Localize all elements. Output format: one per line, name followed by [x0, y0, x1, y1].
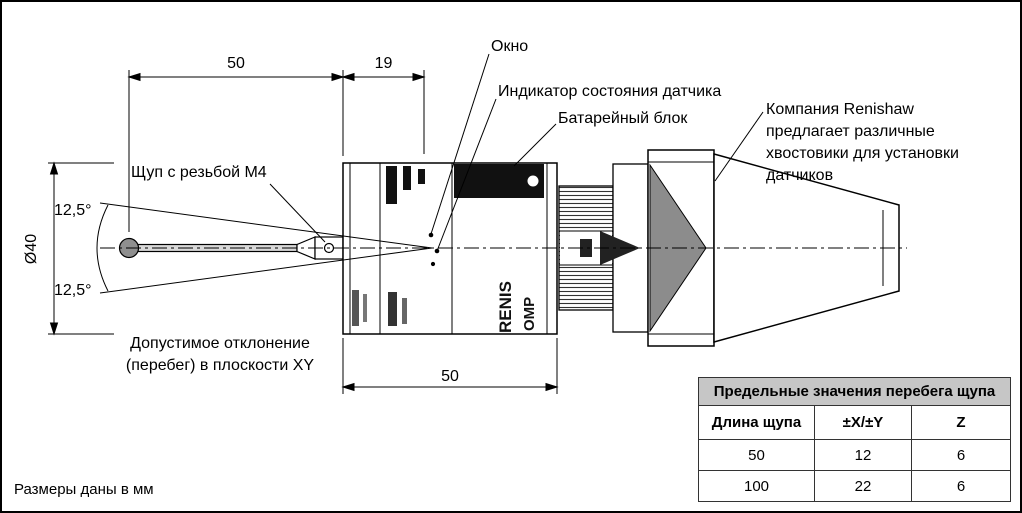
status-indicator-label: Индикатор состояния датчика	[498, 83, 722, 100]
col-header-stylus-length: Длина щупа	[698, 405, 815, 440]
battery-screw	[527, 175, 539, 187]
leader-shank	[714, 111, 764, 182]
table-header-row: Длина щупа ±X/±Y Z	[698, 405, 1011, 440]
leader-battery	[513, 123, 557, 167]
window-label: Окно	[491, 38, 529, 55]
units-note: Размеры даны в мм	[14, 481, 154, 498]
cell-z: 6	[911, 439, 1011, 471]
leader-lines	[269, 53, 764, 267]
table-row: 50 12 6	[698, 439, 1011, 471]
dim-window-offset-label: 19	[374, 55, 393, 72]
leader-indicator	[436, 98, 497, 252]
col-header-xy: ±X/±Y	[814, 405, 912, 440]
dim-window-offset	[341, 70, 426, 154]
table-title-row: Предельные значения перебега щупа	[698, 377, 1011, 406]
cell-xy: 12	[814, 439, 912, 471]
angle-lower-label: 12,5°	[54, 282, 92, 299]
dim-body-length-label: 50	[441, 368, 459, 385]
overtravel-note-label: Допустимое отклонение (перебег) в плоско…	[125, 335, 315, 374]
probe-body: RENIS OMP	[342, 162, 558, 335]
overtravel-angle-lines	[96, 202, 433, 294]
window-markings	[352, 166, 425, 326]
reference-dots	[428, 232, 440, 267]
dim-diameter	[48, 161, 114, 336]
cell-length: 100	[698, 470, 815, 502]
stylus-thread-label: Щуп с резьбой M4	[131, 164, 267, 181]
leader-window	[430, 53, 490, 235]
dimension-lines	[48, 70, 559, 394]
dim-diameter-label: Ø40	[23, 233, 40, 265]
table-row: 100 22 6	[698, 470, 1011, 502]
table-title: Предельные значения перебега щупа	[698, 377, 1011, 406]
cell-length: 50	[698, 439, 815, 471]
cell-z: 6	[911, 470, 1011, 502]
shank-note-label: Компания Renishaw предлагает различные х…	[766, 101, 959, 184]
leader-stylus-thread	[269, 183, 326, 243]
drawbar-detail	[580, 239, 592, 257]
dim-stylus-length	[127, 70, 345, 232]
dim-stylus-length-label: 50	[227, 55, 245, 72]
angle-upper-label: 12,5°	[54, 202, 92, 219]
overtravel-limits-table: Предельные значения перебега щупа Длина …	[698, 377, 1011, 502]
brand-text-omp: OMP	[521, 297, 538, 331]
battery-pack-label: Батарейный блок	[558, 110, 688, 127]
cell-xy: 22	[814, 470, 912, 502]
dim-body-length	[341, 338, 559, 394]
col-header-z: Z	[911, 405, 1011, 440]
brand-text-renishaw: RENIS	[496, 281, 515, 333]
